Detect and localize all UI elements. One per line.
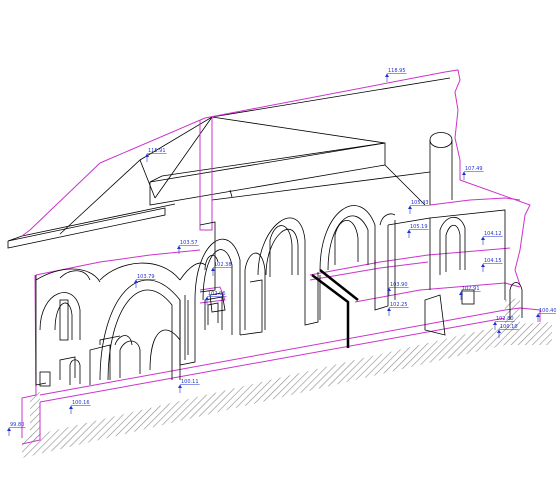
elevation-label: 100.10 [500,324,518,330]
section-cut-lines [21,69,541,445]
elevation-marker-right-ground: 100.40 [536,308,556,322]
elevation-label: 103.79 [137,274,155,280]
elevation-marker-left-gable: 115.91 [145,148,167,162]
building-walls-and-arches [35,132,523,387]
elevation-label: 103.57 [180,240,198,246]
elevation-marker-mid-wall: 105.19 [407,224,429,238]
elevation-label: 105.43 [411,200,429,206]
elevation-label: 103.90 [390,282,408,288]
elevation-marker-pier-upper: 102.38 [211,262,233,276]
elevation-label: 104.12 [484,231,502,237]
elevation-marker-right-opening: 102.80 [493,316,515,330]
elevation-marker-mid-floor-b: 102.25 [387,302,409,316]
elevation-marker-right-wall-top: 107.49 [462,166,484,180]
elevation-label: 102.96 [208,291,226,297]
ground-hatching [22,298,552,458]
elevation-label: 107.49 [465,166,483,172]
elevation-arrow [493,321,497,325]
elevation-marker-nave-vault: 103.57 [177,240,199,254]
elevation-marker-aisle-vault: 103.79 [134,274,156,288]
elevation-label: 118.95 [388,68,406,74]
elevation-marker-front-left-floor: 100.16 [69,400,91,414]
elevation-arrow [211,267,215,271]
elevation-arrow [481,263,485,267]
elevation-marker-left-ground: 99.80 [7,422,26,436]
elevation-markers: 118.95 115.91 107.49 105.43 105.19 104.12 104.… [7,68,556,436]
elevation-label: 100.11 [181,379,199,385]
elevation-arrow [145,153,149,157]
elevation-label: 102.38 [214,262,232,268]
elevation-arrow [69,405,73,409]
elevation-label: 104.15 [484,258,502,264]
elevation-arrow [497,329,501,333]
elevation-marker-ridge: 118.95 [385,68,407,82]
elevation-marker-right-room-floor: 102.91 [459,286,481,300]
staircase-beams [311,269,359,348]
elevation-arrow [177,245,181,249]
roof-structure [7,77,451,249]
elevation-marker-chapel-arch-top: 104.12 [481,231,503,245]
elevation-label: 100.40 [539,308,556,314]
elevation-label: 99.80 [10,422,24,428]
elevation-marker-right-window: 104.15 [481,258,503,272]
elevation-arrow [7,427,11,431]
elevation-arrow [407,229,411,233]
elevation-arrow [459,291,463,295]
elevation-label: 105.19 [410,224,428,230]
elevation-arrow [536,313,540,317]
elevation-arrow [462,171,466,175]
elevation-marker-right-corner: 100.10 [497,324,519,338]
elevation-arrow [134,279,138,283]
elevation-arrow [178,384,182,388]
elevation-arrow [387,287,391,291]
elevation-arrow [385,73,389,77]
elevation-marker-front-floor: 100.11 [178,379,200,393]
elevation-marker-mid-floor-a: 103.90 [387,282,409,296]
elevation-arrow [408,205,412,209]
elevation-marker-pier-lower: 102.96 [205,291,227,305]
elevation-label: 102.25 [390,302,408,308]
elevation-label: 102.80 [496,316,514,322]
elevation-label: 115.91 [148,148,166,154]
elevation-label: 102.91 [462,286,480,292]
elevation-arrow [481,236,485,240]
elevation-arrow [387,307,391,311]
elevation-arrow [205,296,209,300]
elevation-label: 100.16 [72,400,90,406]
elevation-marker-right-room-top: 105.43 [408,200,430,214]
